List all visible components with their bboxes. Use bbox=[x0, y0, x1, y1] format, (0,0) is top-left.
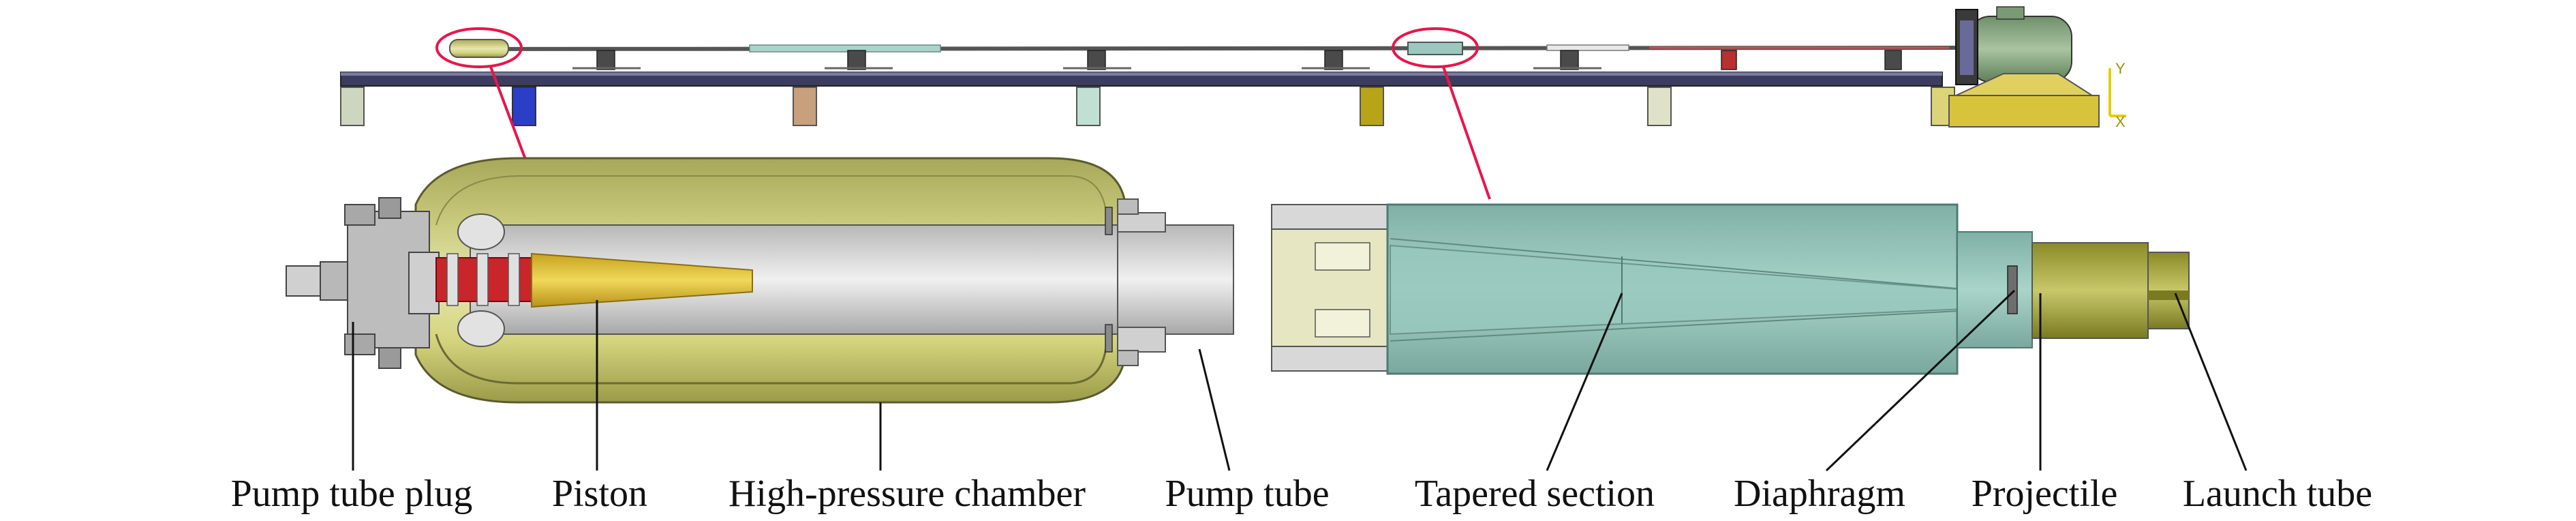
label-tapered-section: Tapered section bbox=[1415, 473, 1655, 515]
caption-labels: Pump tube plug Piston High-pressure cham… bbox=[231, 473, 2373, 515]
label-leaders bbox=[352, 289, 2248, 472]
chamber-detail bbox=[286, 157, 1234, 404]
launch-detail bbox=[1271, 203, 2190, 375]
support-feet bbox=[340, 87, 1955, 126]
leader-launch-tube bbox=[2174, 293, 2248, 471]
label-piston: Piston bbox=[552, 473, 647, 515]
highlight-ring-tapered bbox=[1392, 27, 1479, 68]
label-diaphragm: Diaphragm bbox=[1734, 473, 1905, 515]
piston-cone bbox=[531, 252, 753, 308]
label-high-pressure-chamber: High-pressure chamber bbox=[729, 473, 1086, 515]
label-pump-tube-plug: Pump tube plug bbox=[231, 473, 473, 515]
overview-assembly: Y X bbox=[340, 6, 2126, 130]
leader-pump-tube bbox=[1198, 348, 1231, 471]
label-launch-tube: Launch tube bbox=[2183, 473, 2372, 515]
leader-right bbox=[1442, 66, 1491, 200]
label-projectile: Projectile bbox=[1972, 473, 2118, 515]
axis-x-label: X bbox=[2115, 113, 2126, 130]
leader-tapered-section bbox=[1546, 293, 1623, 471]
axis-y-label: Y bbox=[2115, 60, 2126, 77]
axis-triad: Y X bbox=[2109, 60, 2126, 130]
label-pump-tube: Pump tube bbox=[1165, 473, 1329, 515]
base-plate bbox=[1948, 95, 2100, 128]
highlight-ring-chamber bbox=[435, 27, 523, 68]
leader-diaphragm bbox=[1825, 289, 2016, 472]
leader-left bbox=[489, 66, 532, 173]
motor-housing bbox=[1969, 16, 2072, 83]
